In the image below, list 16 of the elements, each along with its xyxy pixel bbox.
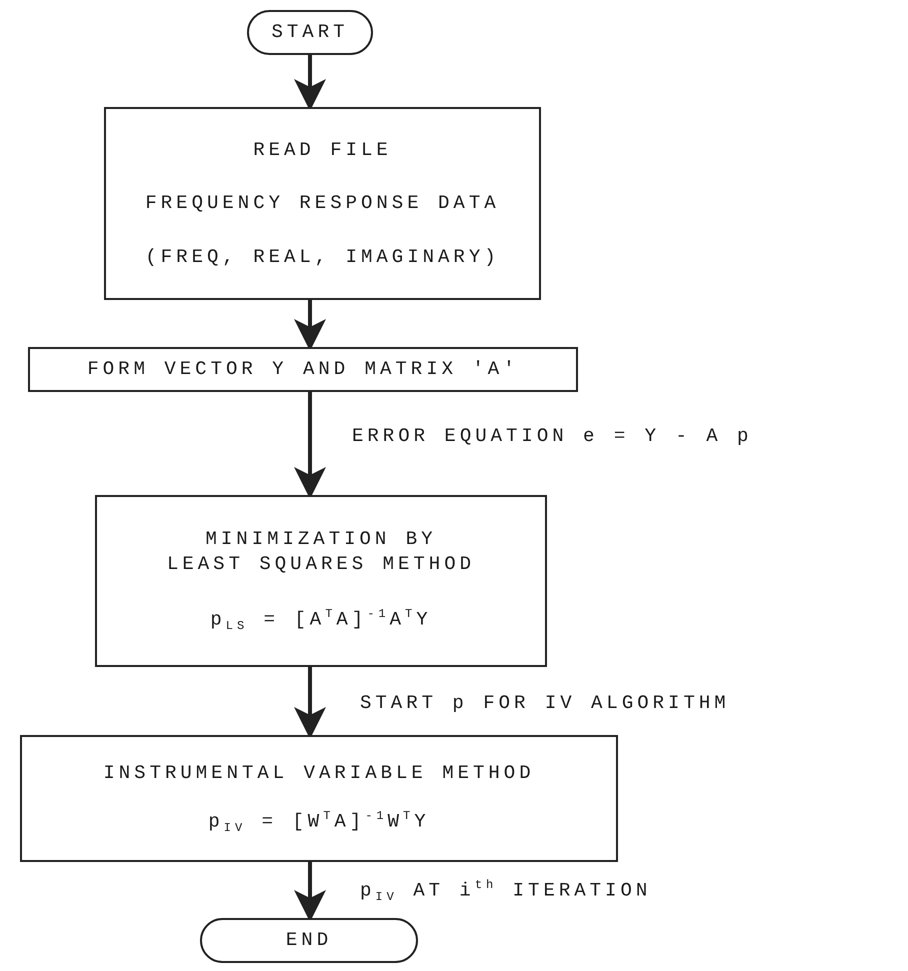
node-text: FREQUENCY RESPONSE DATA [145,191,500,216]
terminal-shape [200,918,418,963]
node-text: (FREQ, REAL, IMAGINARY) [145,244,500,270]
node-text: START [271,20,348,45]
process-box [28,347,578,392]
node-text: MINIMIZATION BY LEAST SQUARES METHOD [166,527,476,577]
node-text: END [286,928,332,953]
node-text: FORM VECTOR Y AND MATRIX 'A' [87,357,519,382]
terminal-shape [247,10,373,55]
process-box [95,495,547,667]
process-box [104,107,541,300]
node-text: READ FILE [253,138,392,162]
node-text: p$_{IV}$ = [W$^{T}$A]$^{-1}$W$^{T}$Y [208,808,430,836]
node-text: INSTRUMENTAL VARIABLE METHOD [103,760,535,786]
process-box [20,735,618,862]
node-text: p$_{LS}$ = [A$^{T}$A]$^{-1}$A$^{T}$Y [210,606,432,635]
